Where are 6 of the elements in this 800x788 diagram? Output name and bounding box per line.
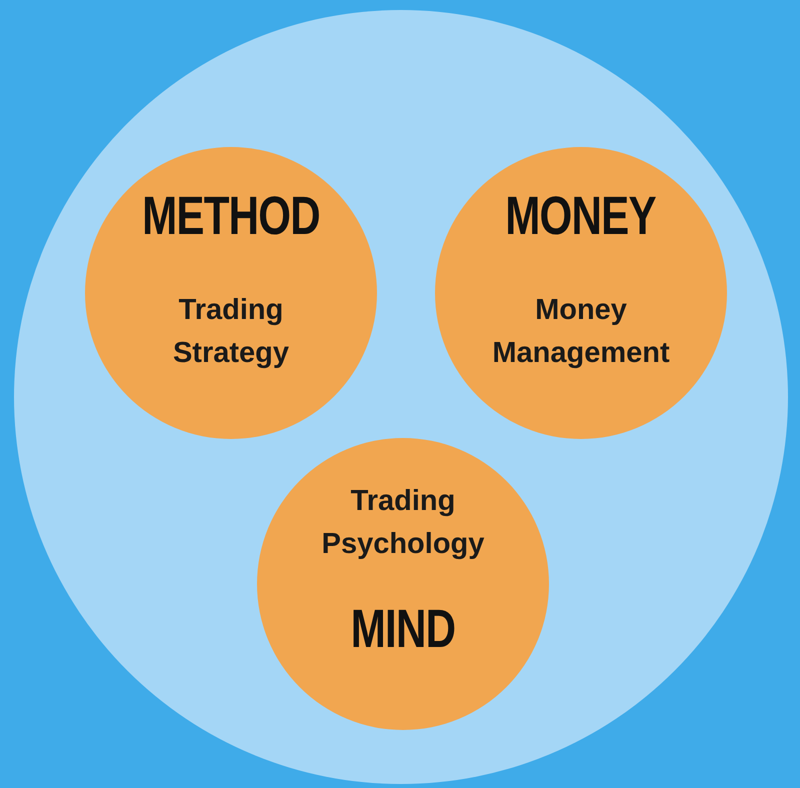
heading: METHOD: [142, 185, 320, 247]
description: Trading Psychology: [320, 484, 486, 562]
heading: MONEY: [506, 185, 656, 247]
heading: MIND: [350, 598, 456, 660]
description: Trading Strategy: [172, 293, 290, 371]
description: Money Management: [491, 293, 671, 371]
